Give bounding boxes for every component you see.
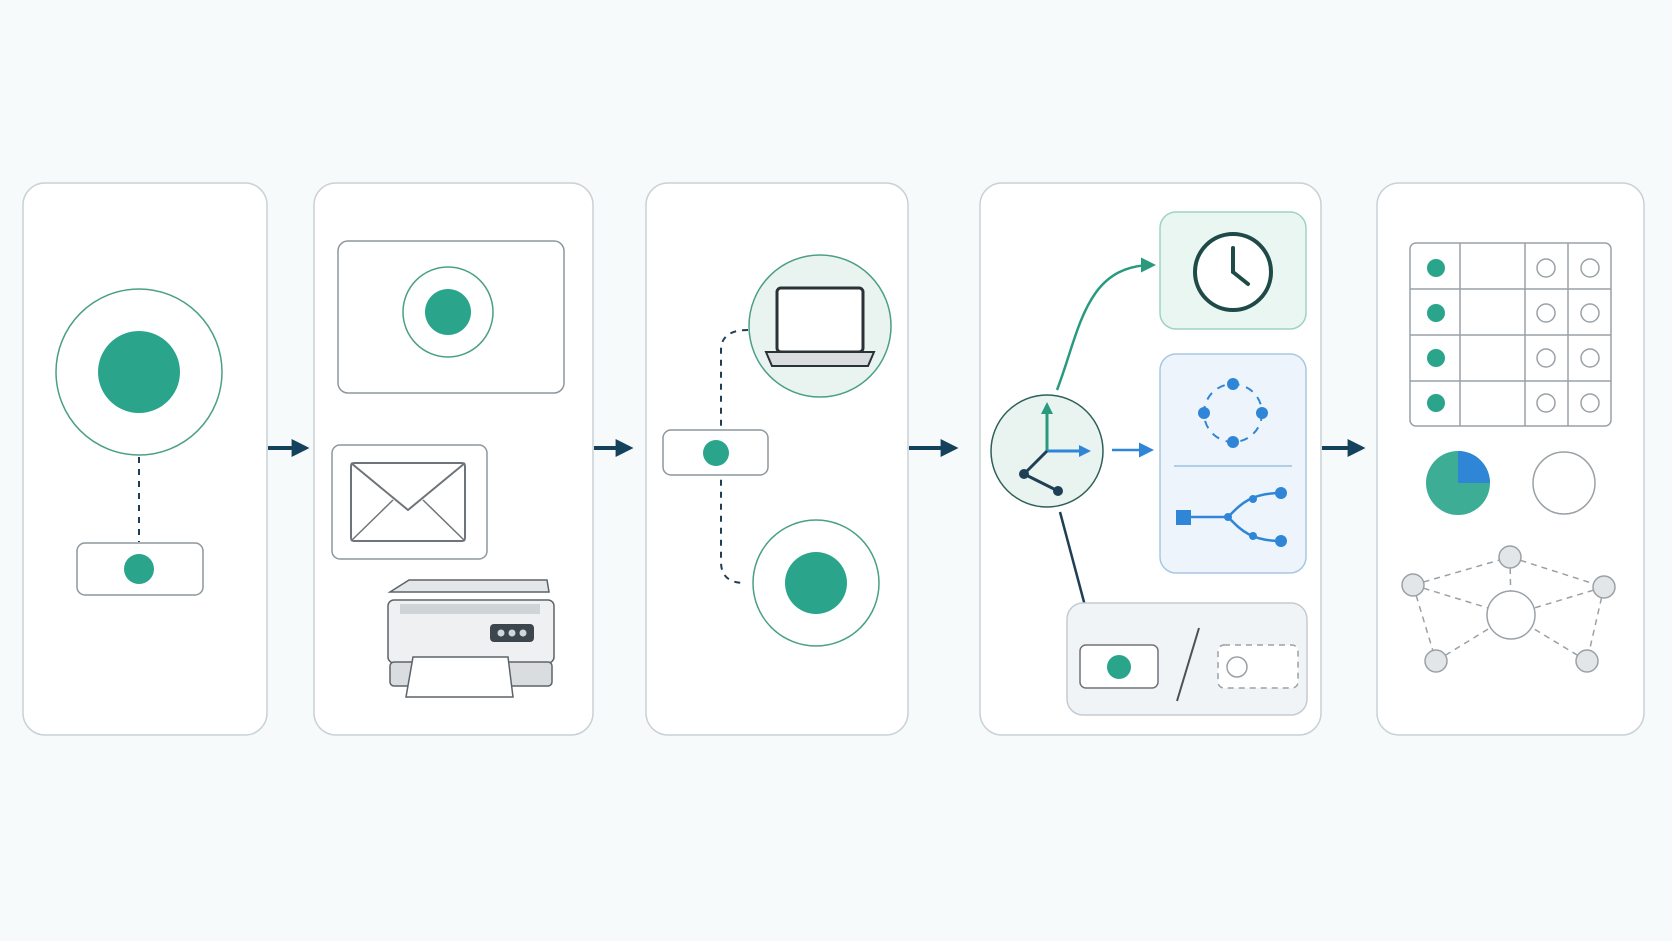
axes-icon	[990, 394, 1104, 508]
printer-icon	[387, 579, 555, 698]
laptop-icon	[748, 254, 892, 398]
stage-3-panel	[645, 182, 909, 736]
toggle-on-icon	[1079, 644, 1159, 689]
slash-separator	[1176, 627, 1200, 702]
branch-arrow-up	[1055, 257, 1156, 391]
pie-icon	[1426, 451, 1490, 515]
branch-icon	[1176, 487, 1287, 547]
toggle-icon	[76, 542, 204, 596]
screen-frame	[337, 240, 565, 394]
envelope-icon	[331, 444, 488, 560]
stage-4-panel	[979, 182, 1322, 736]
stage-2-panel	[313, 182, 594, 736]
clock-icon	[1193, 232, 1273, 312]
target-circle-icon	[55, 288, 223, 456]
toggle-off-icon	[1217, 644, 1299, 689]
toggle-icon	[662, 429, 769, 476]
target-circle-icon	[752, 519, 880, 647]
table-icon	[1409, 242, 1612, 427]
toggle-options-card	[1066, 602, 1308, 716]
stage-1-panel	[22, 182, 268, 736]
empty-circle-icon	[1532, 451, 1596, 515]
process-card	[1159, 353, 1307, 574]
cycle-icon	[1198, 378, 1268, 448]
stage-5-panel	[1376, 182, 1645, 736]
clock-card	[1159, 211, 1307, 330]
network-icon	[1401, 545, 1616, 673]
